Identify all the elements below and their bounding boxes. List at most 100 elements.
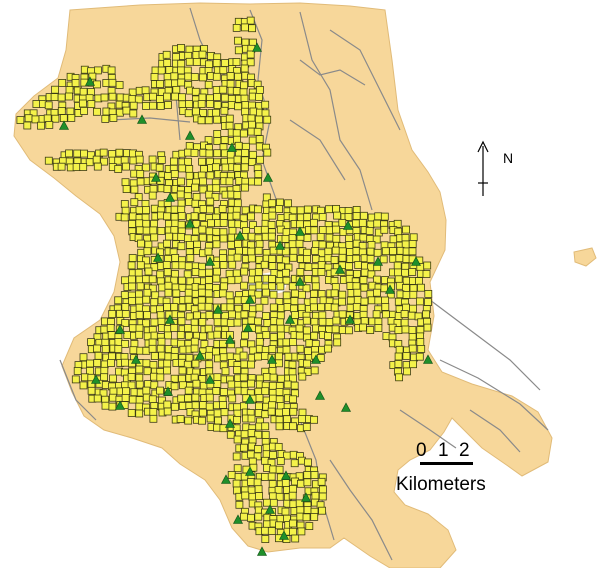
station-marker [91, 374, 101, 384]
node-marker [164, 101, 172, 109]
node-marker [240, 339, 248, 348]
node-marker [206, 414, 215, 423]
node-marker [219, 234, 228, 243]
node-marker [289, 500, 298, 509]
node-marker [79, 99, 87, 108]
node-marker [71, 375, 80, 384]
node-marker [184, 295, 193, 304]
node-marker [148, 155, 157, 164]
node-marker [240, 94, 249, 103]
node-marker [283, 415, 291, 424]
node-marker [142, 219, 151, 228]
node-marker [310, 513, 319, 521]
node-marker [254, 512, 263, 521]
node-marker [309, 303, 318, 312]
road-line [329, 459, 393, 561]
node-marker [157, 226, 166, 235]
node-marker [164, 172, 173, 180]
node-marker [277, 331, 286, 340]
node-marker [135, 373, 144, 382]
node-marker [302, 513, 311, 522]
node-marker [157, 155, 166, 164]
node-marker [213, 330, 222, 339]
road-line [439, 359, 549, 431]
node-marker [107, 331, 116, 340]
node-marker [106, 323, 115, 332]
node-marker [58, 79, 67, 87]
node-marker [394, 275, 403, 284]
node-marker [136, 226, 144, 235]
node-marker [198, 157, 207, 166]
station-marker [195, 350, 205, 360]
node-marker [381, 247, 390, 256]
node-marker [144, 240, 153, 249]
node-marker [177, 242, 186, 251]
node-marker [254, 246, 263, 255]
node-marker [276, 311, 285, 320]
node-marker [253, 352, 262, 361]
node-marker [303, 458, 312, 467]
node-marker [283, 380, 292, 389]
node-marker [219, 387, 228, 396]
node-marker [73, 367, 82, 375]
node-marker [16, 116, 25, 124]
node-marker [380, 225, 389, 234]
node-marker [185, 57, 194, 66]
node-marker [121, 358, 129, 367]
node-marker [241, 101, 250, 109]
node-marker [164, 79, 173, 88]
node-marker [360, 268, 369, 277]
node-marker [163, 59, 172, 67]
node-marker [79, 381, 88, 390]
node-marker [177, 220, 186, 229]
node-marker [178, 100, 187, 109]
node-marker [134, 268, 143, 277]
node-marker [221, 93, 229, 102]
node-marker [226, 303, 235, 312]
node-marker [198, 50, 207, 59]
node-marker [109, 393, 117, 402]
node-marker [268, 401, 277, 410]
scale-unit-label: Kilometers [396, 474, 486, 495]
station-marker [423, 354, 433, 364]
node-marker [403, 367, 411, 376]
node-marker [184, 148, 192, 157]
node-marker [190, 73, 199, 81]
node-marker [416, 326, 425, 334]
node-marker [325, 233, 334, 242]
node-marker [114, 344, 123, 353]
node-marker [234, 275, 243, 284]
node-marker [43, 114, 52, 123]
node-marker [32, 100, 41, 108]
node-marker [227, 471, 236, 479]
node-marker [281, 408, 290, 417]
node-marker [352, 247, 361, 255]
node-marker [100, 366, 109, 375]
node-marker [234, 239, 243, 248]
node-marker [116, 108, 124, 117]
node-marker [288, 491, 297, 500]
node-marker [282, 291, 291, 300]
node-marker [401, 240, 410, 249]
node-marker [136, 282, 145, 291]
node-marker [206, 171, 215, 180]
node-marker [281, 247, 290, 256]
node-marker [178, 366, 187, 375]
node-marker [255, 393, 264, 402]
node-marker [184, 262, 193, 271]
node-marker [206, 100, 215, 108]
node-marker [157, 66, 166, 75]
node-marker [395, 373, 404, 382]
node-marker [162, 50, 171, 59]
node-marker [198, 269, 207, 278]
station-marker [165, 192, 175, 202]
scale-tick-0: 0 [416, 440, 427, 461]
node-marker [402, 290, 411, 299]
node-marker [199, 204, 208, 213]
station-marker [281, 470, 291, 480]
node-marker [226, 150, 235, 159]
node-marker [261, 387, 270, 396]
node-marker [239, 373, 248, 382]
node-marker [269, 498, 278, 507]
node-marker [199, 165, 208, 174]
